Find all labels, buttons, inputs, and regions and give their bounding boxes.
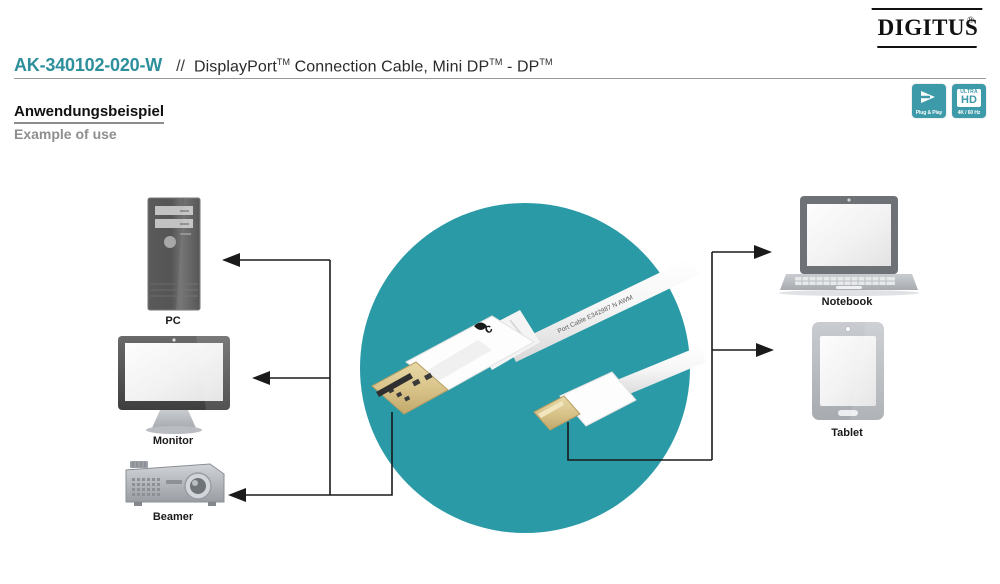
label-monitor: Monitor [152, 435, 194, 447]
displayport-cable-photo: Port Cable E342987 N AWM c [371, 258, 706, 431]
right-connection-lines [567, 251, 758, 461]
section-heading-english: Example of use [14, 126, 117, 142]
badge-ultra-hd-caption: 4K / 60 Hz [957, 110, 981, 116]
registered-trademark-mark: ® [967, 15, 974, 25]
product-name-part-b: Connection Cable, Mini DP [290, 58, 490, 75]
title-separator: // [176, 58, 185, 75]
label-pc: PC [165, 315, 181, 327]
badge-plug-and-play: Plug & Play [912, 84, 946, 118]
left-arrowheads [222, 253, 270, 502]
usage-diagram: Port Cable E342987 N AWM c [0, 150, 1000, 550]
notebook-trackpad[interactable] [836, 286, 862, 289]
digitus-logo: DIGITUS ® [868, 8, 986, 48]
arrowhead-tablet [756, 343, 774, 357]
dp-connector-grip [418, 340, 492, 386]
device-monitor [118, 336, 230, 434]
tablet-home-button[interactable] [838, 410, 858, 416]
ultra-hd-glyph: ULTRA HD [952, 84, 986, 109]
badge-plug-and-play-caption: Plug & Play [915, 110, 943, 116]
article-number: AK-340102-020-W [14, 55, 163, 75]
badge-ultra-hd: ULTRA HD 4K / 60 Hz [952, 84, 986, 118]
device-beamer [125, 461, 225, 506]
product-name-part-a: DisplayPort [193, 58, 277, 75]
beamer-grille [132, 478, 160, 496]
tablet-camera-icon [845, 326, 851, 332]
notebook-key-lines [795, 277, 895, 285]
trademark-mark-1: TM [276, 56, 291, 67]
ultra-hd-box: ULTRA HD [957, 89, 981, 107]
product-name: DisplayPortTM Connection Cable, Mini DPT… [194, 57, 553, 76]
device-tablet [812, 322, 884, 420]
ultra-hd-line2: HD [961, 94, 977, 106]
mini-dp-contact-strip [538, 401, 564, 418]
label-notebook: Notebook [821, 296, 873, 308]
device-pc [147, 197, 201, 311]
diagram-svg: Port Cable E342987 N AWM c [118, 196, 919, 533]
dp-contact-strip [376, 373, 413, 397]
arrowhead-notebook [754, 245, 772, 259]
cable-upper-run [508, 258, 700, 362]
trademark-mark-2: TM [489, 56, 503, 67]
monitor-webcam-icon [172, 338, 176, 342]
label-tablet: Tablet [831, 427, 863, 439]
beamer-top-lines [132, 462, 146, 467]
arrowhead-beamer [228, 488, 246, 502]
product-title-row: AK-340102-020-W // DisplayPortTM Connect… [14, 52, 986, 76]
trademark-mark-3: TM [539, 56, 553, 67]
play-arrow-icon [912, 84, 946, 109]
section-heading-german: Anwendungsbeispiel [14, 103, 165, 124]
header-divider [14, 78, 986, 79]
label-beamer: Beamer [152, 511, 194, 523]
product-photo-circle [360, 203, 690, 533]
mini-dp-gold-contacts [533, 395, 581, 431]
pc-vents [150, 283, 198, 297]
left-connection-lines [236, 259, 393, 496]
right-arrowheads [754, 245, 774, 357]
logo-wordmark: DIGITUS [877, 15, 979, 40]
feature-badges: Plug & Play ULTRA HD 4K / 60 Hz [912, 84, 986, 118]
logo-shield-outline [871, 8, 983, 48]
pc-power-button[interactable] [164, 236, 176, 248]
cable-lower-run [612, 346, 706, 398]
beamer-top-panel [130, 461, 148, 468]
arrowhead-monitor [252, 371, 270, 385]
arrowhead-pc [222, 253, 240, 267]
ultra-hd-line1: ULTRA [960, 89, 978, 95]
product-name-part-c: - DP [502, 58, 540, 75]
notebook-webcam-icon [847, 198, 851, 202]
device-notebook [779, 196, 919, 296]
monitor-stand [152, 410, 196, 428]
